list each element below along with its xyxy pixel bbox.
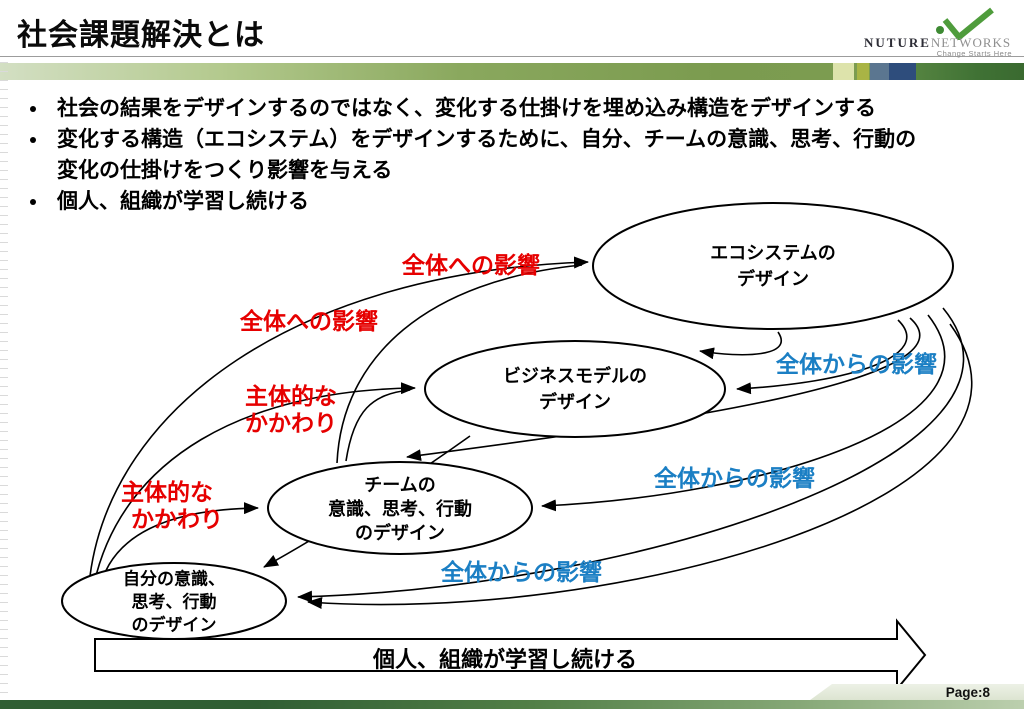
node-label-line: 意識、思考、行動 (328, 499, 472, 519)
left-ruler-artifact (0, 62, 8, 698)
bullet-item: 社会の結果をデザインするのではなく、変化する仕掛けを埋め込み構造をデザインする (0, 93, 1010, 124)
node-team (267, 461, 533, 555)
node-label-line: エコシステムの (710, 243, 836, 263)
label-influence-from-whole-3: 全体からの影響 (441, 559, 602, 586)
accent-bar-segment (889, 63, 916, 80)
flow-label-line: 全体からの影響 (776, 351, 937, 377)
node-label-line: のデザイン (131, 615, 217, 635)
arrow-self-to-ecosystem (89, 256, 589, 577)
bullet-dot (30, 199, 36, 205)
node-label-business-model: ビジネスモデルの デザイン (503, 363, 647, 415)
node-label-line: 思考、行動 (131, 592, 217, 612)
arrow-team-to-business (345, 389, 411, 462)
flow-label-line: かかわり (245, 410, 337, 436)
learning-arrow-label: 個人、組織が学習し続ける (372, 647, 638, 672)
arrow-ecosystem-to-team-right (541, 314, 946, 512)
node-label-line: のデザイン (355, 523, 445, 543)
flow-label-line: かかわり (131, 506, 223, 532)
node-label-line: 自分の意識、 (123, 569, 225, 589)
logo-name: NUTURE (864, 35, 931, 50)
arrow-self-to-business (93, 382, 416, 585)
arrow-ecosystem-to-self-right-2 (307, 323, 973, 609)
page-title: 社会課題解決とは (17, 19, 265, 52)
title-divider (0, 56, 1024, 57)
footer-band (806, 684, 1024, 703)
node-business-model (424, 340, 726, 438)
arrow-team-to-ecosystem (336, 264, 583, 464)
label-influence-from-whole-2: 全体からの影響 (654, 465, 815, 492)
label-proactive-involvement-1: 主体的な かかわり (245, 383, 337, 437)
accent-bar-segment (857, 63, 869, 80)
bullet-text: 変化する構造（エコシステム）をデザインするために、自分、チームの意識、思考、行動… (57, 128, 917, 151)
company-logo: NUTURENETWORKS Change Starts Here (864, 4, 1016, 58)
logo-tagline: Change Starts Here (936, 49, 1012, 58)
node-label-line: デザイン (539, 392, 611, 412)
logo-text: NUTURENETWORKS (864, 35, 1016, 51)
accent-bar-segment (870, 63, 889, 80)
arrow-ecosystem-to-team-top (406, 317, 921, 462)
flow-label-line: 全体からの影響 (654, 465, 815, 491)
bullet-item: 個人、組織が学習し続ける (0, 186, 1010, 217)
node-label-ecosystem: エコシステムの デザイン (710, 240, 835, 292)
bullet-dot (30, 137, 36, 143)
label-proactive-involvement-2: 主体的な かかわり (121, 479, 223, 533)
node-self (61, 562, 287, 640)
flow-label-line: 全体への影響 (240, 308, 378, 334)
logo-swoosh-icon (936, 7, 994, 40)
page-number: Page:8 (945, 685, 990, 700)
bullet-text: 個人、組織が学習し続ける (57, 190, 309, 213)
header-accent-bar (0, 63, 1024, 80)
bullet-list: 社会の結果をデザインするのではなく、変化する仕掛けを埋め込み構造をデザインする … (0, 93, 1010, 217)
label-influence-to-whole-1: 全体への影響 (402, 252, 540, 279)
flow-label-line: 全体への影響 (402, 252, 540, 278)
bullet-text: 変化の仕掛けをつくり影響を与える (57, 159, 393, 182)
arrow-ecosystem-to-self-right-1 (297, 307, 965, 603)
node-label-team: チームの 意識、思考、行動 のデザイン (328, 473, 472, 545)
arrow-ecosystem-to-business-top (699, 331, 782, 360)
flow-label-line: 主体的な (121, 479, 213, 505)
accent-bar-segment (916, 63, 1024, 80)
node-label-line: ビジネスモデルの (503, 366, 647, 386)
logo-suffix: NETWORKS (930, 35, 1012, 50)
bullet-text: 社会の結果をデザインするのではなく、変化する仕掛けを埋め込み構造をデザインする (57, 97, 876, 120)
flow-label-line: 全体からの影響 (441, 559, 602, 585)
label-influence-to-whole-2: 全体への影響 (240, 308, 378, 335)
bullet-dot (30, 106, 36, 112)
flow-label-line: 主体的な (245, 383, 337, 409)
node-label-line: デザイン (737, 269, 809, 289)
accent-bar-segment (833, 63, 854, 80)
learning-arrow (94, 618, 927, 692)
bullet-item: 変化する構造（エコシステム）をデザインするために、自分、チームの意識、思考、行動… (0, 124, 1010, 186)
node-label-line: チームの (364, 475, 436, 495)
node-label-self: 自分の意識、 思考、行動 のデザイン (123, 568, 225, 637)
node-ecosystem (592, 202, 954, 330)
footer-accent-bar (0, 700, 1024, 709)
arrow-ecosystem-to-business-right (736, 319, 908, 395)
label-influence-from-whole-1: 全体からの影響 (776, 351, 937, 378)
